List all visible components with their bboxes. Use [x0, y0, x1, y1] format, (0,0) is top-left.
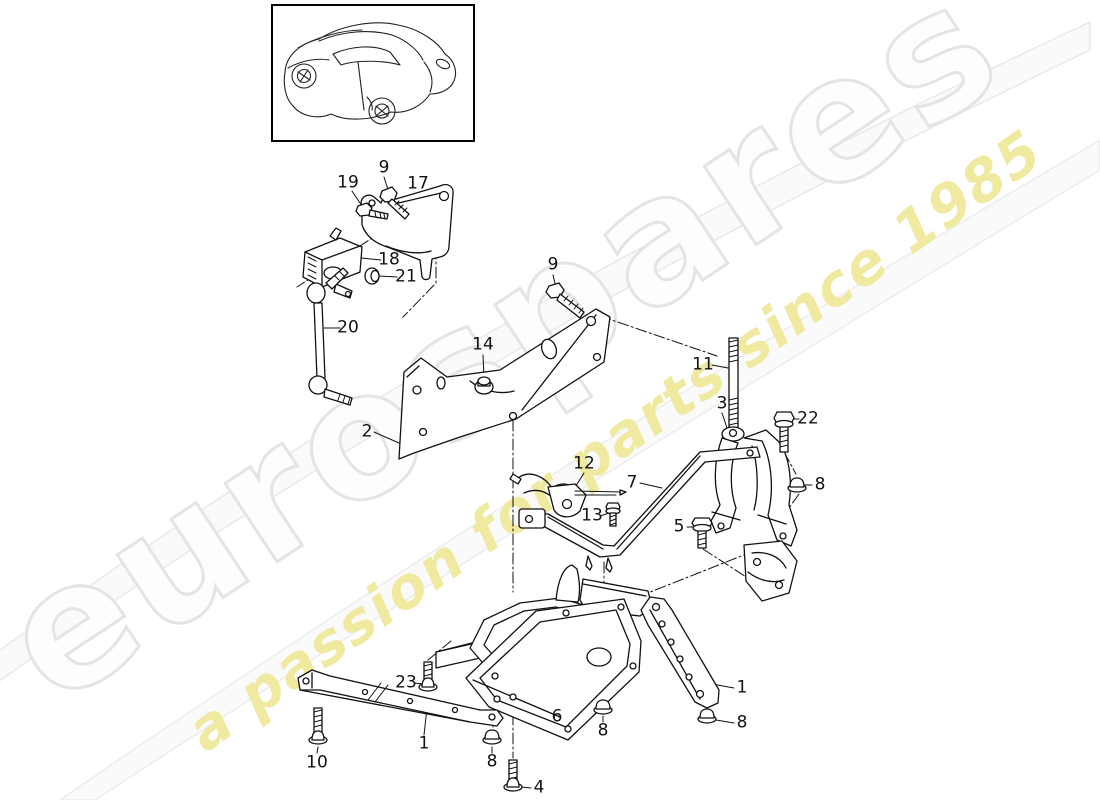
part-callout-1[interactable]: 1 [736, 677, 748, 698]
part-callout-14[interactable]: 14 [472, 334, 494, 355]
part-callout-5[interactable]: 5 [673, 516, 685, 537]
part-3-mount-console [710, 426, 798, 602]
part-12-wire-bracket [509, 473, 627, 518]
part-callout-23[interactable]: 23 [395, 672, 417, 693]
part-callout-10[interactable]: 10 [306, 752, 328, 773]
part-callout-17[interactable]: 17 [407, 173, 429, 194]
part-9-bolt-top [379, 186, 410, 220]
part-22-bolt [773, 411, 795, 453]
part-5-bolt [691, 517, 713, 549]
part-callout-8[interactable]: 8 [814, 474, 826, 495]
part-13-bolt [605, 502, 621, 527]
part-callout-8[interactable]: 8 [736, 712, 748, 733]
part-9-bolt-mid [545, 282, 585, 319]
part-20-drop-link [306, 267, 353, 406]
part-callout-4[interactable]: 4 [533, 777, 545, 798]
part-callout-6[interactable]: 6 [551, 706, 563, 727]
part-callout-1[interactable]: 1 [418, 733, 430, 754]
part-callout-11[interactable]: 11 [692, 354, 714, 375]
part-10-bolt [308, 707, 328, 745]
part-17-sensor-bracket [360, 183, 454, 281]
part-2-bracket [398, 308, 611, 460]
part-callout-22[interactable]: 22 [797, 408, 819, 429]
vehicle-car-icon [283, 22, 457, 125]
part-callout-7[interactable]: 7 [626, 472, 638, 493]
part-callout-18[interactable]: 18 [378, 249, 400, 270]
part-7-v-brace [518, 446, 761, 573]
part-callout-3[interactable]: 3 [716, 393, 728, 414]
part-callout-20[interactable]: 20 [337, 317, 359, 338]
part-8-nut-b [482, 729, 502, 745]
part-callout-9[interactable]: 9 [547, 254, 559, 275]
part-21-nut [364, 267, 380, 285]
part-8-nut-a [787, 477, 807, 493]
part-1-rail-left [297, 669, 504, 727]
part-callout-2[interactable]: 2 [361, 421, 373, 442]
part-callout-8[interactable]: 8 [486, 751, 498, 772]
part-19-bolt [355, 202, 389, 220]
part-23-bolt [418, 661, 438, 692]
vehicle-thumbnail [271, 4, 475, 142]
part-4-bolt [503, 759, 523, 792]
part-callout-8[interactable]: 8 [597, 720, 609, 741]
part-18-level-sensor [302, 227, 363, 299]
part-callout-12[interactable]: 12 [573, 453, 595, 474]
part-callout-21[interactable]: 21 [395, 266, 417, 287]
part-callout-19[interactable]: 19 [337, 172, 359, 193]
part-8-nut-c [593, 699, 613, 715]
part-callout-13[interactable]: 13 [581, 505, 603, 526]
part-8-nut-d [697, 708, 717, 724]
part-callout-9[interactable]: 9 [378, 157, 390, 178]
part-1-rail-right [640, 596, 720, 709]
part-14-nut [474, 376, 494, 395]
